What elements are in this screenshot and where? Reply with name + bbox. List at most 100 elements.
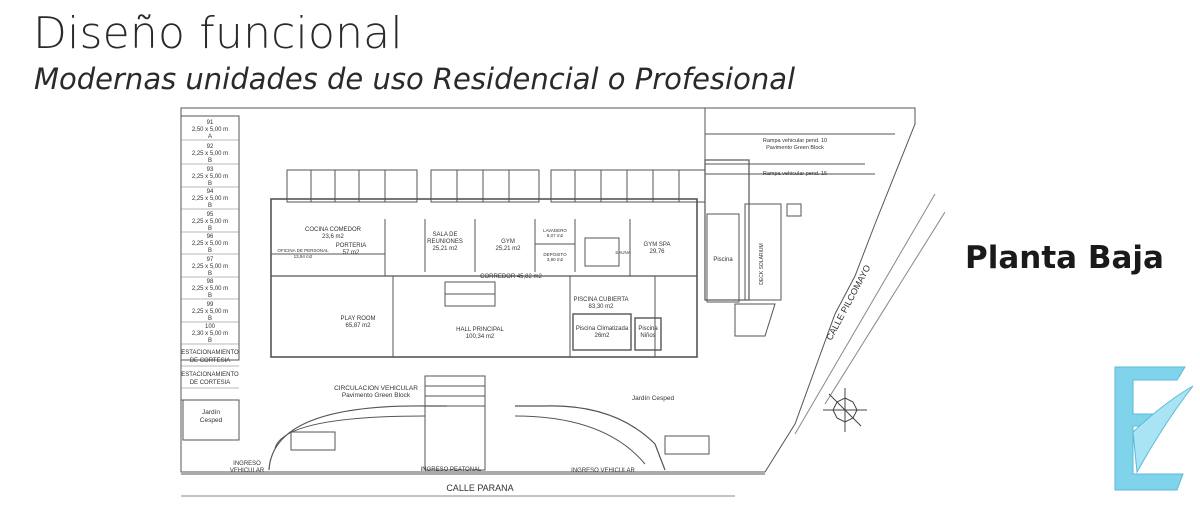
room-playroom-label: PLAY ROOM xyxy=(340,316,375,322)
room-deck-label: DECK SOLARIUM xyxy=(759,243,765,284)
room-piscina-clim-area: 26m2 xyxy=(594,333,610,339)
plan-label: 2,25 x 5,00 m xyxy=(192,219,228,225)
plan-label: 2,25 x 5,00 m xyxy=(192,264,228,270)
rampa-1-label: Rampa vehicular pend. 10 xyxy=(763,138,827,144)
room-cocina-label: COCINA COMEDOR xyxy=(305,227,362,233)
plan-label: 97 xyxy=(207,257,214,263)
plan-label: 96 xyxy=(207,234,214,240)
courtesy-parking-2: ESTACIONAMIENTO DE CORTESIA xyxy=(181,372,239,386)
jardin-left-label-1: Jardín xyxy=(202,409,220,416)
pavimento-label: Pavimento Green Block xyxy=(342,392,411,399)
plan-label: 94 xyxy=(207,189,214,195)
room-sala-label-2: REUNIONES xyxy=(427,239,463,245)
calle-parana-label: CALLE PARANA xyxy=(446,483,513,493)
plan-label: 92 xyxy=(207,144,214,150)
parking-space-93: 932,25 x 5,00 mB xyxy=(192,167,228,187)
plan-label: 100 xyxy=(205,324,216,330)
room-deposito-label: DEPOSITO xyxy=(543,252,567,257)
room-gymspa-area: 29,76 xyxy=(649,249,665,255)
parking-space-92: 922,25 x 5,00 mB xyxy=(192,144,228,164)
plan-label: 98 xyxy=(207,279,214,285)
plan-label: B xyxy=(208,271,212,277)
page-title: Diseño funcional xyxy=(33,8,403,59)
building-outline xyxy=(270,198,698,358)
parking-space-99: 992,25 x 5,00 mB xyxy=(192,302,228,322)
room-cocina-area: 23,6 m2 xyxy=(322,234,344,240)
ingreso-vehicular-left-1: INGRESO xyxy=(233,461,261,467)
plan-label: 2,25 x 5,00 m xyxy=(192,151,228,157)
parking-column xyxy=(180,115,240,361)
parking-space-94: 942,25 x 5,00 mB xyxy=(192,189,228,209)
room-gym-label: GYM xyxy=(501,239,515,245)
room-gymspa-label: GYM SPA xyxy=(644,242,671,248)
plan-label: 2,25 x 5,00 m xyxy=(192,286,228,292)
rampa-1-pav-label: Pavimento Green Block xyxy=(766,145,824,151)
rampa-2-label: Rampa vehicular pend. 15 xyxy=(763,171,827,177)
room-sala-label-1: SALA DE xyxy=(432,232,457,238)
plan-label: 2,25 x 5,00 m xyxy=(192,309,228,315)
plan-label: 2,50 x 5,00 m xyxy=(192,127,228,133)
parking-space-96: 962,25 x 5,00 mB xyxy=(192,234,228,254)
plan-label: 2,25 x 5,00 m xyxy=(192,174,228,180)
room-sauna-label: SAUNA xyxy=(615,250,631,255)
plan-label: B xyxy=(208,158,212,164)
calle-pilcomayo-label: CALLE PILCOMAYO xyxy=(824,263,872,342)
plan-label: DE CORTESIA xyxy=(190,358,231,364)
plan-label: ESTACIONAMIENTO xyxy=(181,372,239,378)
room-oficina-label: OFICINA DE PERSONAL xyxy=(277,248,329,253)
ingreso-vehicular-right: INGRESO VEHICULAR xyxy=(571,468,635,474)
parking-space-98: 982,25 x 5,00 mB xyxy=(192,279,228,299)
courtesy-parking-1: ESTACIONAMIENTO DE CORTESIA xyxy=(181,350,239,364)
plan-label: B xyxy=(208,248,212,254)
room-lavadero-label: LAVADERO xyxy=(543,228,567,233)
plan-label: B xyxy=(208,226,212,232)
plan-label: B xyxy=(208,338,212,344)
room-corredor-label: CORREDOR 45,82 m2 xyxy=(480,274,542,280)
parking-space-97: 972,25 x 5,00 mB xyxy=(192,257,228,277)
room-piscina-clim-label: Piscina Climatizada xyxy=(576,326,629,332)
plan-label: 99 xyxy=(207,302,214,308)
room-playroom-area: 65,87 m2 xyxy=(345,323,371,329)
room-piscina-ninos-label-1: Piscina xyxy=(638,326,658,332)
room-piscina-cubierta-label: PISCINA CUBIERTA xyxy=(573,297,628,303)
plan-label: B xyxy=(208,293,212,299)
room-piscina-ninos-label-2: Niños xyxy=(640,333,655,339)
page-subtitle: Modernas unidades de uso Residencial o P… xyxy=(34,62,796,96)
plan-label: 2,25 x 5,00 m xyxy=(192,196,228,202)
room-sala-area: 25,21 m2 xyxy=(432,246,458,252)
room-deposito-area: 3,90 m2 xyxy=(547,257,564,262)
plan-label: 91 xyxy=(207,120,214,126)
brand-logo xyxy=(1114,366,1194,491)
parking-space-95: 952,25 x 5,00 mB xyxy=(192,212,228,232)
room-piscina-cubierta-area: 83,30 m2 xyxy=(588,304,614,310)
plan-label: 2,30 x 5,00 m xyxy=(192,331,228,337)
room-gym-area: 25,21 m2 xyxy=(495,246,521,252)
parking-space-91: 912,50 x 5,00 mA xyxy=(192,120,228,140)
jardin-left-label-2: Cesped xyxy=(200,417,223,424)
plan-label: 95 xyxy=(207,212,214,218)
plan-label: 93 xyxy=(207,167,214,173)
floor-plan: 912,50 x 5,00 mA 922,25 x 5,00 mB 932,25… xyxy=(180,107,945,497)
room-piscina-ext-label: Piscina xyxy=(713,257,733,263)
room-porteria-label: PORTERIA xyxy=(336,243,367,249)
room-porteria-area: 57 m2 xyxy=(343,250,360,256)
room-hall-area: 100,34 m2 xyxy=(466,334,495,340)
plan-label: DE CORTESIA xyxy=(190,380,231,386)
circulacion-label: CIRCULACION VEHICULAR xyxy=(334,385,418,392)
jardin-right-label: Jardín Cesped xyxy=(632,395,675,402)
room-oficina-area: 13,94 m2 xyxy=(294,254,313,259)
room-hall-label: HALL PRINCIPAL xyxy=(456,327,504,333)
plan-label: A xyxy=(208,134,212,140)
plan-label: ESTACIONAMIENTO xyxy=(181,350,239,356)
plan-title: Planta Baja xyxy=(965,240,1164,276)
compass-icon xyxy=(823,388,867,432)
plan-label: B xyxy=(208,181,212,187)
plan-label: B xyxy=(208,203,212,209)
ingreso-peatonal-label: INGRESO PEATONAL xyxy=(421,467,482,473)
room-lavadero-area: 8,07 m2 xyxy=(547,233,564,238)
plan-label: 2,25 x 5,00 m xyxy=(192,241,228,247)
plan-label: B xyxy=(208,316,212,322)
ingreso-vehicular-left-2: VEHICULAR xyxy=(230,468,265,474)
site-boundary xyxy=(180,107,916,473)
